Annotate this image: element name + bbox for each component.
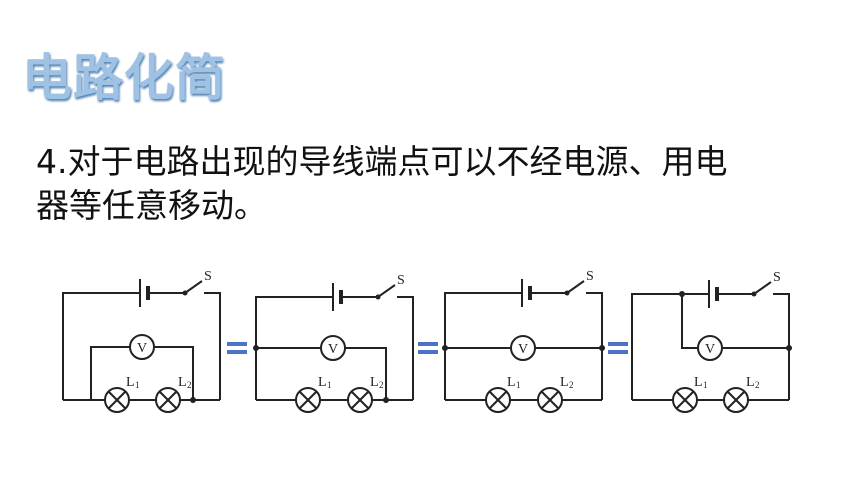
wire-top-left [62,292,140,400]
voltmeter-label: V [137,341,147,356]
lamp-l1-label: L [318,375,327,390]
junction-dot [442,345,448,351]
junction-dot [253,345,259,351]
switch-label: S [586,269,594,284]
switch-label: S [397,273,405,288]
equals-sign-2 [418,342,438,354]
wire-right [397,296,414,400]
lamp-l2-sub: 2 [187,380,192,390]
equals-sign-3 [608,342,628,354]
circuit-2: S V L 1 L 2 [253,273,414,413]
lamp-l1 [485,387,511,413]
voltmeter [320,335,346,361]
lamp-l2-label: L [178,375,187,390]
junction-dot [383,397,389,403]
lamp-l2-label: L [746,375,755,390]
equals-sign-1 [227,342,247,354]
switch-blade [566,280,585,294]
lamp-l1-sub: 1 [327,380,332,390]
switch-blade [753,281,772,295]
lamp-l2 [347,387,373,413]
junction-dot [190,397,196,403]
wire-top-left [444,292,522,400]
junction-dot [786,345,792,351]
lamp-l2-label: L [560,375,569,390]
lamp-l2 [723,387,749,413]
wire-voltmeter [681,294,789,349]
lamp-l2-sub: 2 [569,380,574,390]
switch-blade [184,280,203,294]
circuit-1: S V L 1 L 2 [62,269,221,413]
wire-top-left [255,296,333,400]
lamp-l1 [672,387,698,413]
lamp-l2-sub: 2 [755,380,760,390]
lamp-l1-sub: 1 [135,380,140,390]
voltmeter-label: V [705,342,715,357]
wire-right [586,292,603,400]
rule-text-line-2: 器等任意移动。 [36,186,267,225]
lamp-l2 [155,387,181,413]
lamp-l1-sub: 1 [516,380,521,390]
lamp-l1-label: L [126,375,135,390]
lamp-l1-label: L [694,375,703,390]
voltmeter [129,334,155,360]
wire-right [204,292,221,400]
circuit-3: S V L 1 L 2 [442,269,605,413]
voltmeter [697,335,723,361]
lamp-l1-label: L [507,375,516,390]
voltmeter-label: V [518,342,528,357]
switch-label: S [204,269,212,284]
voltmeter [510,335,536,361]
junction-dot [599,345,605,351]
lamp-l1 [104,387,130,413]
junction-dot [679,291,685,297]
wire-right [773,293,790,400]
voltmeter-label: V [328,342,338,357]
wire-voltmeter [256,347,387,400]
rule-text-line-1: 4.对于电路出现的导线端点可以不经电源、用电 [36,142,728,181]
lamp-l1 [295,387,321,413]
rule-text: 4.对于电路出现的导线端点可以不经电源、用电 器等任意移动。 [36,140,826,228]
page-title: 电路化简 [22,49,226,107]
circuit-4: S V L 1 L 2 [631,270,792,413]
lamp-l1-sub: 1 [703,380,708,390]
lamp-l2-sub: 2 [379,380,384,390]
switch-blade [377,284,396,298]
lamp-l2-label: L [370,375,379,390]
switch-label: S [773,270,781,285]
lamp-l2 [537,387,563,413]
